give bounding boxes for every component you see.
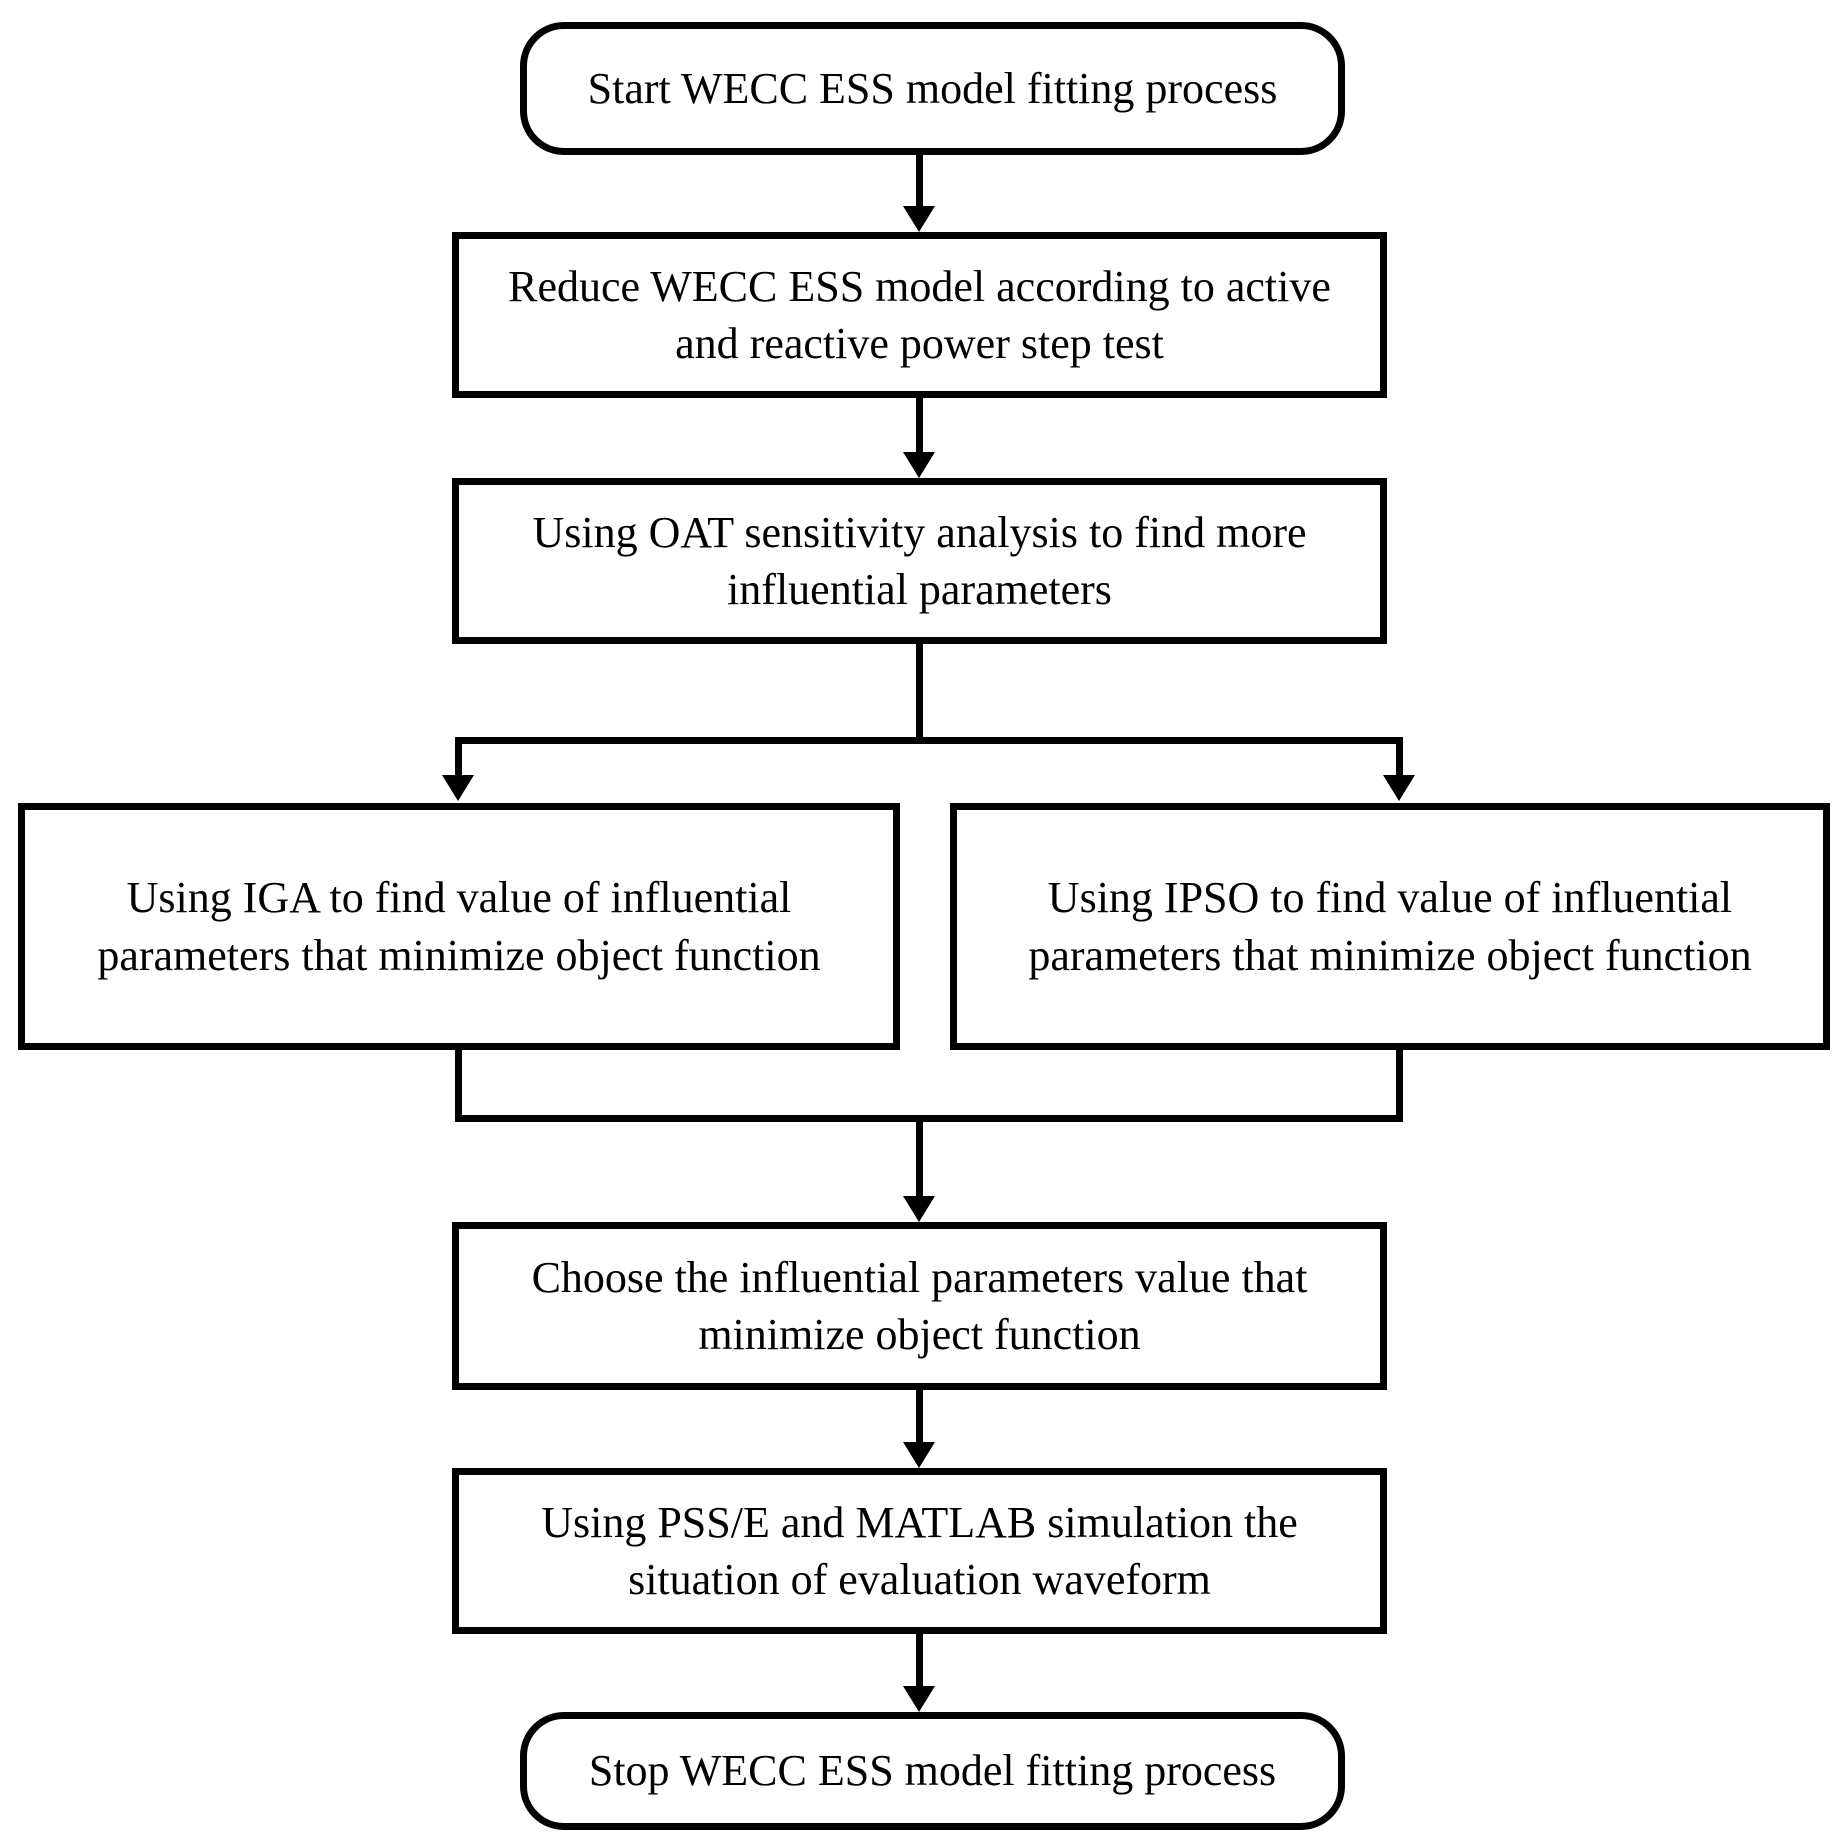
edge-simulate-to-stop-arrowhead <box>903 1686 935 1712</box>
edge-start-to-reduce-arrowhead <box>903 206 935 232</box>
node-choose-parameters[interactable]: Choose the influential parameters value … <box>452 1222 1387 1390</box>
edge-start-to-reduce-line <box>916 155 923 211</box>
node-simulation-label: Using PSS/E and MATLAB simulation the si… <box>541 1497 1298 1604</box>
edge-oat-to-ipso-arrowhead <box>1383 775 1415 801</box>
node-reduce-model[interactable]: Reduce WECC ESS model according to activ… <box>452 232 1387 398</box>
edge-oat-to-iga-arrowhead <box>442 775 474 801</box>
node-ipso-label: Using IPSO to find value of influential … <box>1028 873 1752 980</box>
node-stop-label: Stop WECC ESS model fitting process <box>588 1746 1277 1796</box>
edge-iga-to-merge-stem <box>455 1050 462 1122</box>
node-oat-sensitivity[interactable]: Using OAT sensitivity analysis to find m… <box>452 478 1387 644</box>
edge-ipso-to-merge-stem <box>1396 1050 1403 1122</box>
node-reduce-model-label: Reduce WECC ESS model according to activ… <box>508 261 1331 368</box>
edge-oat-to-iga-drop <box>455 737 462 779</box>
node-start-label: Start WECC ESS model fitting process <box>587 63 1278 113</box>
edge-reduce-to-oat-line <box>916 398 923 454</box>
edge-choose-to-simulate-line <box>916 1390 923 1446</box>
edge-merge-to-choose-arrowhead <box>903 1196 935 1222</box>
edge-simulate-to-stop-line <box>916 1634 923 1690</box>
edge-reduce-to-oat-arrowhead <box>903 452 935 478</box>
node-simulation[interactable]: Using PSS/E and MATLAB simulation the si… <box>452 1468 1387 1634</box>
node-oat-sensitivity-label: Using OAT sensitivity analysis to find m… <box>532 507 1307 614</box>
edge-oat-to-ipso-drop <box>1396 737 1403 779</box>
node-stop[interactable]: Stop WECC ESS model fitting process <box>520 1712 1345 1830</box>
edge-oat-split-stem <box>916 644 923 744</box>
node-ipso[interactable]: Using IPSO to find value of influential … <box>950 803 1830 1050</box>
edge-merge-to-choose-line <box>916 1115 923 1199</box>
edge-merge-bar <box>455 1115 1403 1122</box>
node-iga[interactable]: Using IGA to find value of influential p… <box>18 803 900 1050</box>
node-choose-parameters-label: Choose the influential parameters value … <box>531 1252 1308 1359</box>
node-iga-label: Using IGA to find value of influential p… <box>97 873 821 980</box>
edge-oat-split-bar <box>455 737 1403 744</box>
edge-choose-to-simulate-arrowhead <box>903 1442 935 1468</box>
node-start[interactable]: Start WECC ESS model fitting process <box>520 22 1345 155</box>
